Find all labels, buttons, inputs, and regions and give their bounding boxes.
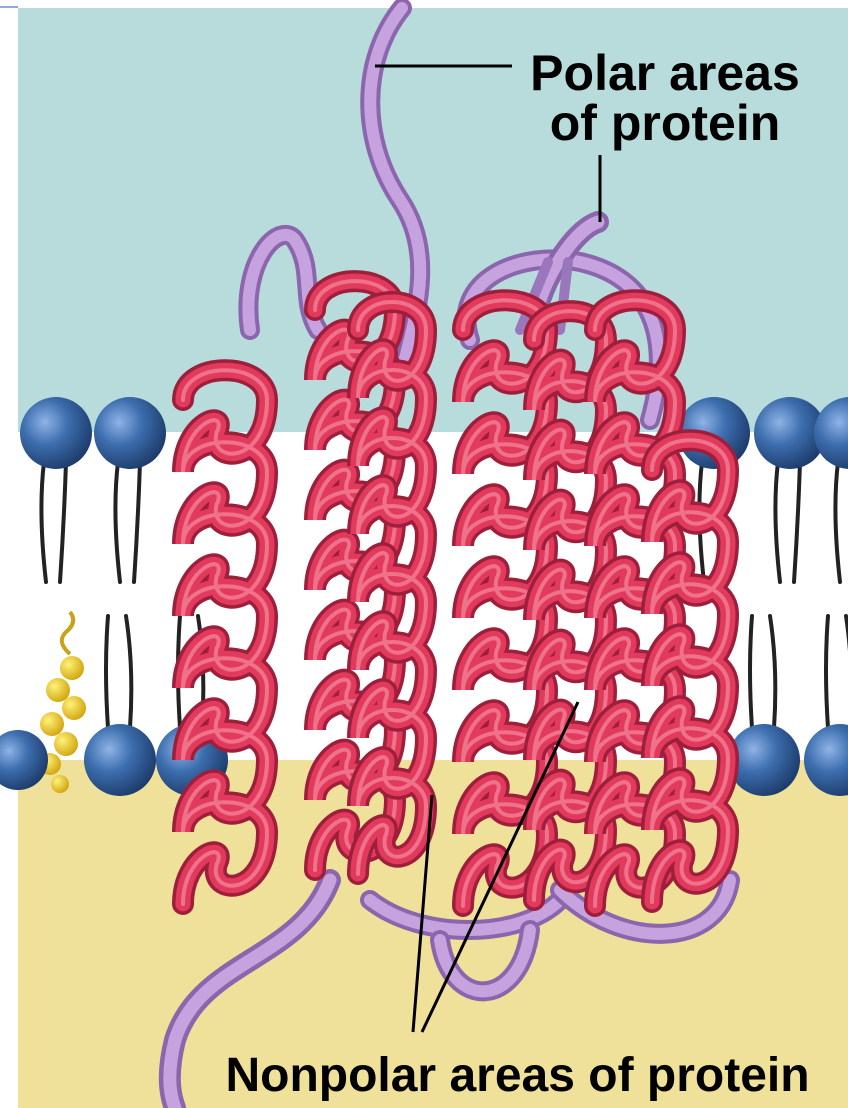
polar-label-line1: Polar areas xyxy=(505,48,825,98)
phospholipid-icon xyxy=(84,724,156,796)
polar-label-line2: of protein xyxy=(505,98,825,148)
polar-areas-label: Polar areas of protein xyxy=(505,48,825,148)
nonpolar-areas-label: Nonpolar areas of protein xyxy=(190,1052,845,1100)
phospholipid-icon xyxy=(94,397,166,469)
phospholipid-icon xyxy=(20,397,92,469)
